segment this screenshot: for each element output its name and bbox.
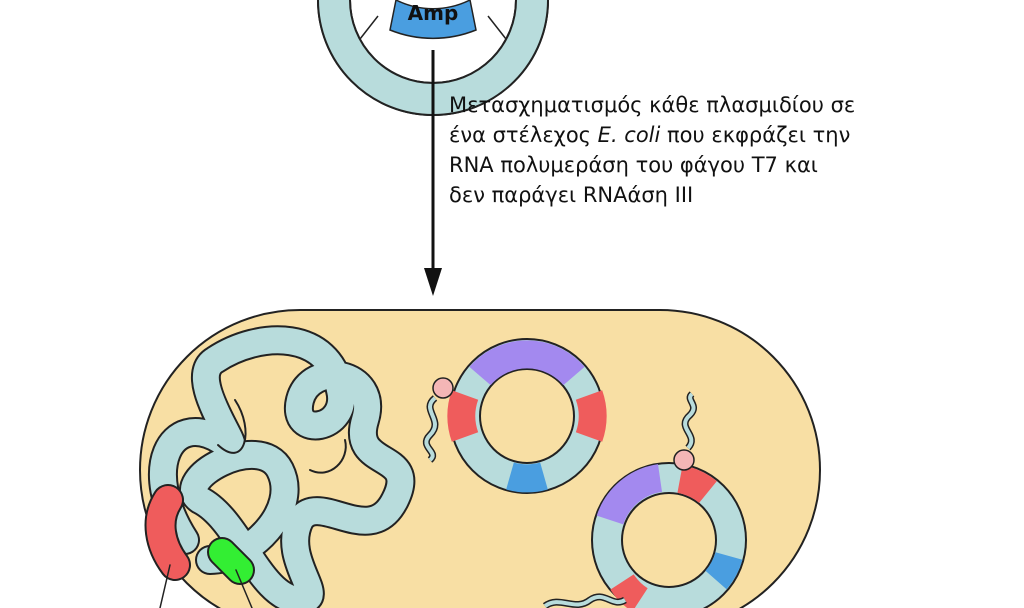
transformation-caption: Μετασχηματισμός κάθε πλασμιδίου σε ένα σ… (449, 90, 1009, 210)
plasmid-right-red-bottom (610, 573, 649, 608)
plasmid-right-red-segment (676, 465, 717, 504)
caption-line-2-before: ένα στέλεχος (449, 123, 598, 147)
amp-segment (389, 0, 477, 40)
caption-line-1: Μετασχηματισμός κάθε πλασμιδίου σε (449, 93, 856, 117)
caption-line-3: RNA πολυμεράση του φάγου T7 και (449, 153, 818, 177)
plasmid-middle-pink-dot (432, 377, 454, 399)
arrow-head (424, 268, 442, 296)
plasmid-middle-purple-segment (469, 340, 585, 386)
process-arrow (424, 50, 442, 296)
top-plasmid: Amp (317, 0, 549, 116)
caption-ecoli: E. coli (597, 123, 661, 147)
plasmid-middle-blue-segment (506, 462, 548, 493)
pointer-line-right (235, 569, 253, 608)
plasmid-right-pink-dot (673, 449, 695, 471)
caption-line-4: δεν παράγει RNAάση III (449, 183, 694, 207)
bacterial-chromosome (144, 325, 416, 608)
amp-label: Amp (408, 1, 459, 25)
plasmid-right (542, 391, 747, 608)
plasmid-middle (422, 338, 607, 494)
caption-line-2: ένα στέλεχος E. coli που εκφράζει την (449, 120, 1009, 150)
top-plasmid-ring (318, 0, 548, 115)
plasmid-right-purple-segment (596, 464, 663, 525)
plasmid-middle-red-right (575, 390, 607, 442)
plasmid-middle-red-left (447, 390, 479, 442)
caption-line-2-after: που εκφράζει την (660, 123, 851, 147)
pointer-line-left (159, 564, 171, 608)
plasmid-right-blue-segment (705, 551, 743, 590)
